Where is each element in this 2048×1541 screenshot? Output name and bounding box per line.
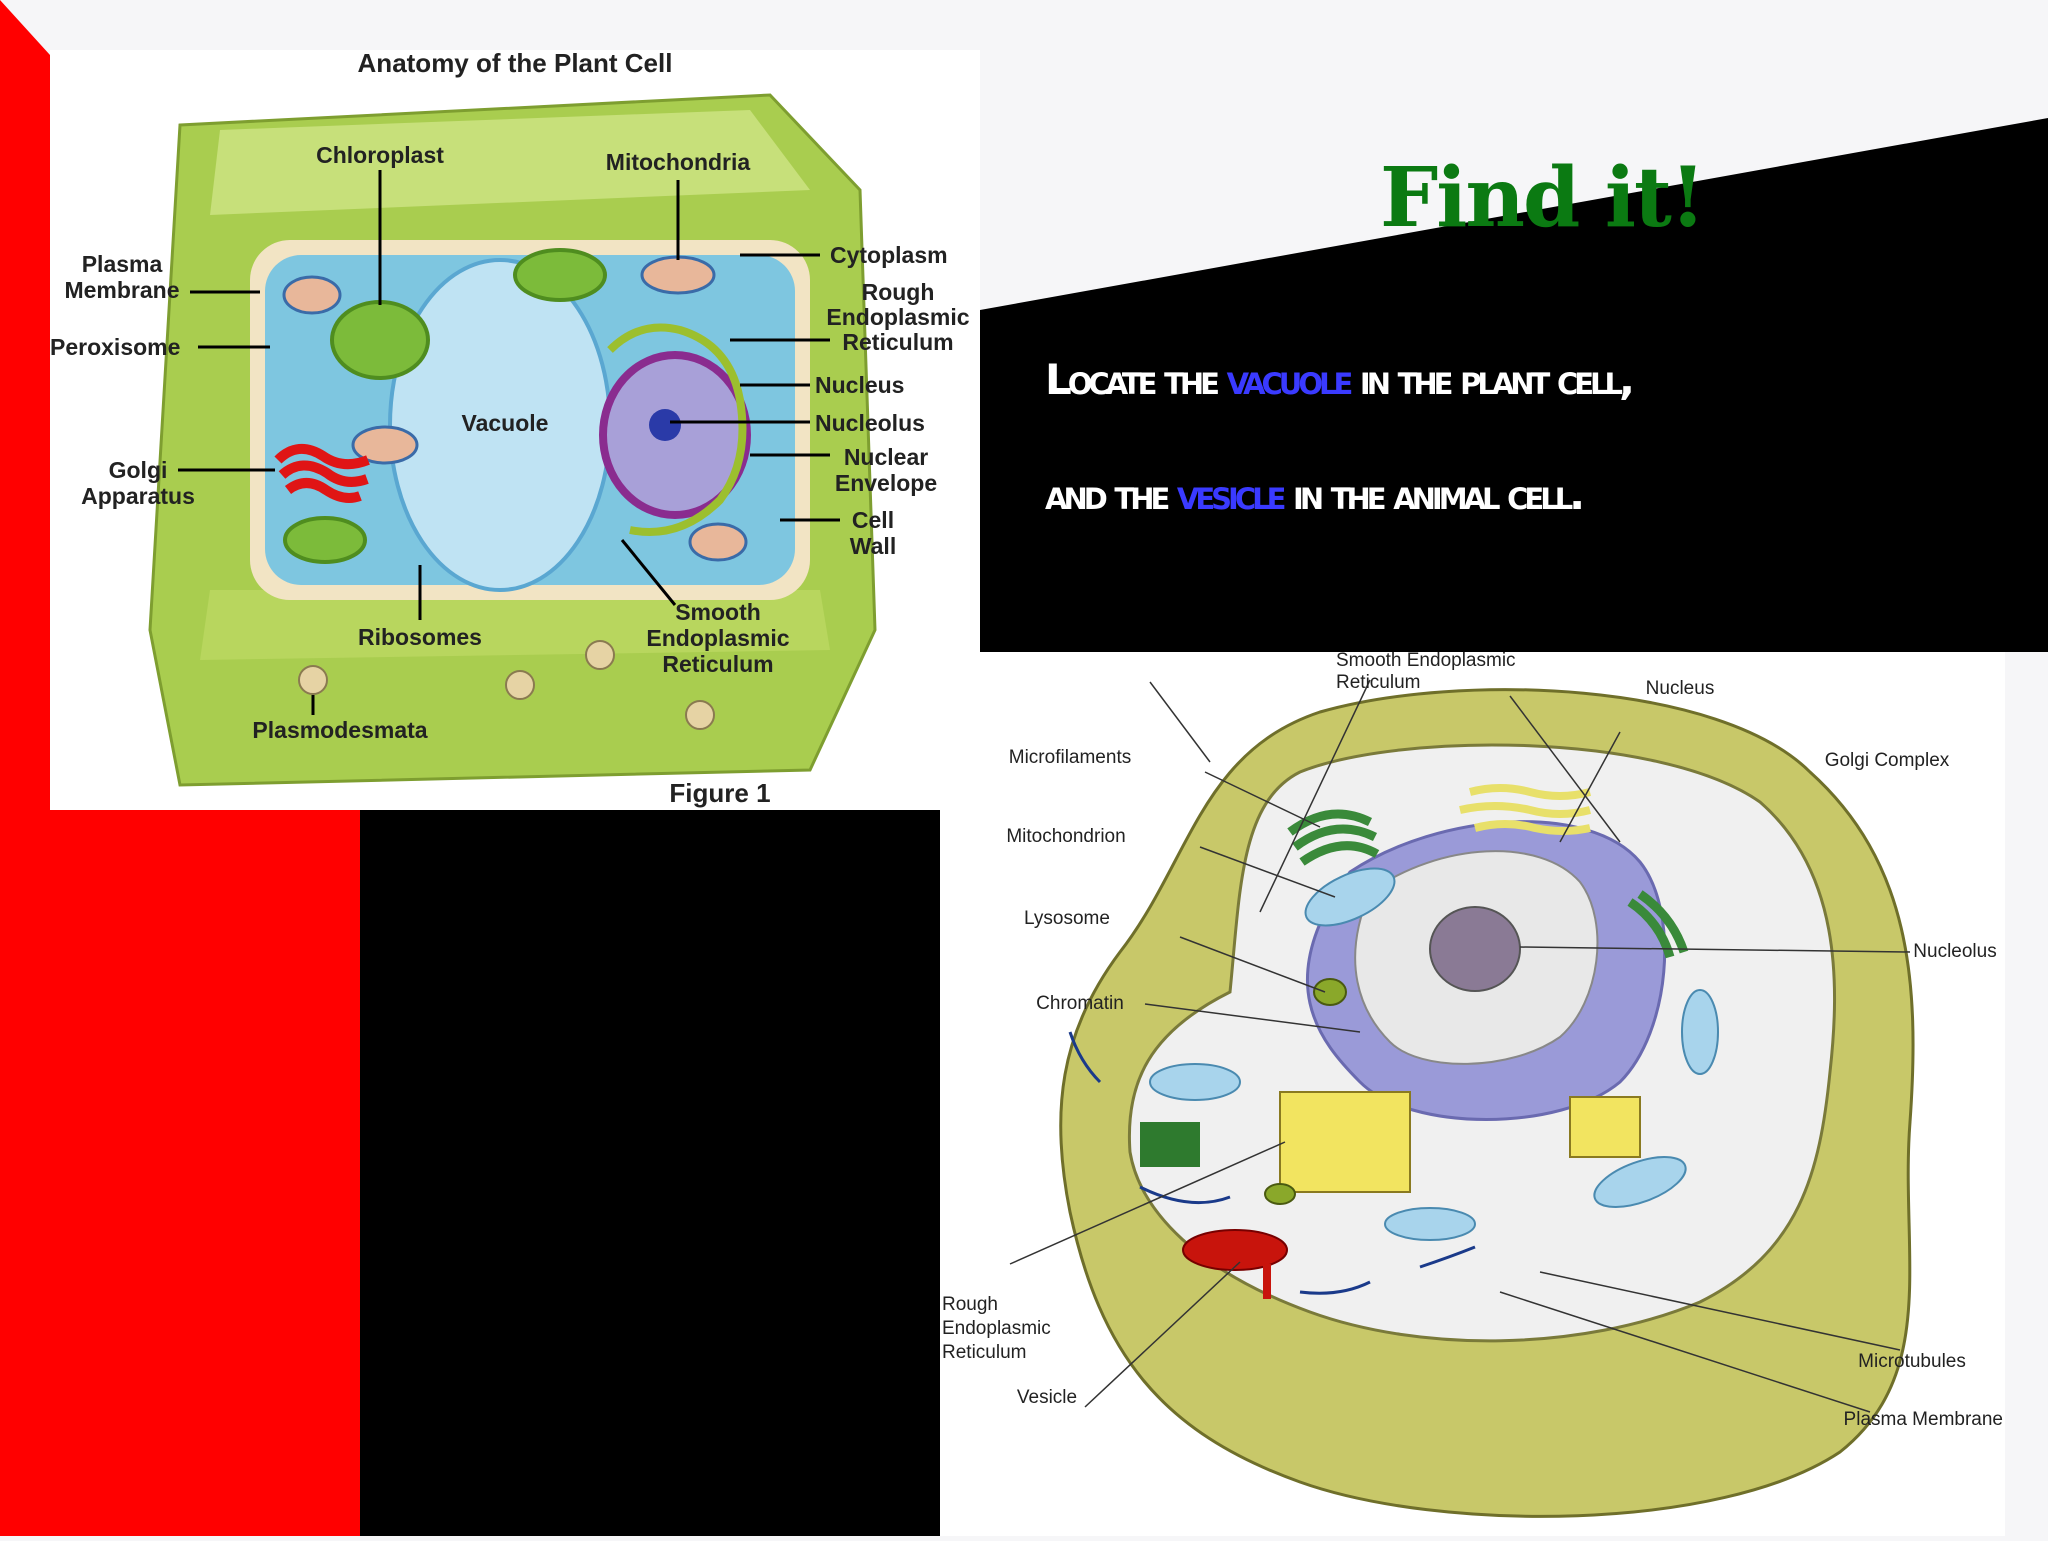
plant-wall-front xyxy=(200,590,830,660)
instruction-line-1: Locate the vacuole in the plant cell, xyxy=(1045,355,1635,404)
plant-rough-er xyxy=(607,323,747,536)
label-peroxisome: Peroxisome xyxy=(50,334,180,360)
plant-cell-figure: Anatomy of the Plant Cell Chloroplast Mi… xyxy=(50,48,970,808)
animal-vesicle-stem xyxy=(1263,1264,1271,1299)
red-left-block xyxy=(0,810,360,1536)
animal-golgi-stack xyxy=(1140,1122,1200,1167)
plant-figure-caption: Figure 1 xyxy=(669,778,770,808)
label-microtubules: Microtubules xyxy=(1858,1351,1966,1372)
label-lysosome: Lysosome xyxy=(1024,908,1110,929)
animal-mitochondrion xyxy=(1593,1156,1687,1208)
label-smooth-er: Smooth Endoplasmic xyxy=(1336,652,1516,671)
label-mitochondria: Mitochondria xyxy=(606,149,751,175)
plasmodesma xyxy=(505,670,535,700)
animal-mitochondrion xyxy=(1384,1207,1476,1241)
instruction-text: in the plant cell, xyxy=(1349,355,1635,404)
plasmodesma xyxy=(585,640,615,670)
animal-smooth-er xyxy=(1459,784,1592,835)
label-plasma-membrane: Membrane xyxy=(64,277,179,303)
black-bottom-block xyxy=(360,810,940,1536)
label-chloroplast: Chloroplast xyxy=(316,142,444,168)
plant-leader-lines xyxy=(178,170,840,715)
animal-mitochondrion xyxy=(1149,1063,1241,1101)
label-rough-er: Rough xyxy=(862,279,935,305)
highlight-vesicle: vesicle xyxy=(1176,470,1286,519)
animal-nucleolus xyxy=(1429,906,1521,992)
plant-diagram-title: Anatomy of the Plant Cell xyxy=(358,50,673,78)
plant-mitochondrion xyxy=(640,255,716,295)
plant-chloroplast xyxy=(283,516,367,564)
plasmodesma xyxy=(298,665,328,695)
animal-vesicle xyxy=(1182,1229,1288,1271)
label-mitochondrion: Mitochondrion xyxy=(1006,826,1125,847)
label-smooth-er: Reticulum xyxy=(662,651,773,677)
highlight-vacuole: vacuole xyxy=(1226,355,1354,404)
instruction-text: Locate the xyxy=(1045,355,1227,404)
label-plasmodesmata: Plasmodesmata xyxy=(252,717,427,743)
plant-chloroplast xyxy=(330,300,430,380)
label-golgi: Apparatus xyxy=(81,483,195,509)
animal-microtubules xyxy=(1068,1031,1476,1295)
label-cell-wall: Cell xyxy=(852,507,894,533)
label-nucleus: Nucleus xyxy=(815,372,904,398)
label-cytoplasm: Cytoplasm xyxy=(830,242,948,268)
animal-rough-er xyxy=(1279,1091,1411,1193)
plasmodesma xyxy=(685,700,715,730)
label-smooth-er: Reticulum xyxy=(1336,672,1420,693)
instruction-text: in the animal cell. xyxy=(1282,470,1585,519)
label-rough-er: Rough xyxy=(942,1294,998,1315)
animal-leader-lines xyxy=(1009,679,1911,1413)
label-rough-er: Endoplasmic xyxy=(942,1318,1051,1339)
label-vesicle: Vesicle xyxy=(1017,1387,1077,1408)
label-golgi-complex: Golgi Complex xyxy=(1825,750,1950,771)
label-nucleolus: Nucleolus xyxy=(1913,941,1996,962)
animal-mitochondrion xyxy=(1681,989,1719,1075)
animal-rough-er xyxy=(1569,1096,1641,1158)
label-smooth-er: Endoplasmic xyxy=(646,625,789,651)
label-plasma-membrane: Plasma Membrane xyxy=(1844,1409,2003,1430)
label-cell-wall: Wall xyxy=(850,533,896,559)
animal-cell-diagram: Smooth Endoplasmic Reticulum Nucleus Mic… xyxy=(940,650,2005,1536)
label-rough-er: Endoplasmic xyxy=(826,304,969,330)
plant-nucleolus xyxy=(649,409,681,441)
label-nuclear-envelope: Nuclear xyxy=(844,444,928,470)
label-plasma-membrane: Plasma xyxy=(82,251,163,277)
label-nucleolus: Nucleolus xyxy=(815,410,925,436)
slide-title: Find it! xyxy=(1380,150,1706,246)
plant-mitochondrion xyxy=(688,522,748,562)
animal-golgi xyxy=(1627,890,1689,959)
plant-mitochondrion xyxy=(351,425,419,465)
plant-wall-top xyxy=(210,110,810,215)
label-vacuole: Vacuole xyxy=(462,410,549,436)
plant-golgi xyxy=(274,444,370,503)
animal-golgi xyxy=(1287,809,1380,866)
label-rough-er: Reticulum xyxy=(842,329,953,355)
label-smooth-er: Smooth xyxy=(675,599,761,625)
instruction-line-2: and the vesicle in the animal cell. xyxy=(1045,470,1585,519)
label-golgi: Golgi xyxy=(109,457,168,483)
animal-lysosome xyxy=(1264,1183,1296,1205)
animal-mitochondrion xyxy=(1304,867,1396,927)
animal-lysosome xyxy=(1313,978,1347,1006)
label-ribosomes: Ribosomes xyxy=(358,624,482,650)
label-microfilaments: Microfilaments xyxy=(1009,747,1131,768)
plant-cell-diagram: Anatomy of the Plant Cell Chloroplast Mi… xyxy=(50,48,980,810)
label-nuclear-envelope: Envelope xyxy=(835,470,937,496)
instruction-text: and the xyxy=(1045,470,1177,519)
label-nucleus: Nucleus xyxy=(1646,678,1715,699)
animal-cell-figure: Smooth Endoplasmic Reticulum Nucleus Mic… xyxy=(942,650,2003,1518)
plant-mitochondrion xyxy=(282,275,342,315)
label-chromatin: Chromatin xyxy=(1036,993,1124,1014)
plant-chloroplast xyxy=(513,248,607,302)
label-rough-er: Reticulum xyxy=(942,1342,1026,1363)
